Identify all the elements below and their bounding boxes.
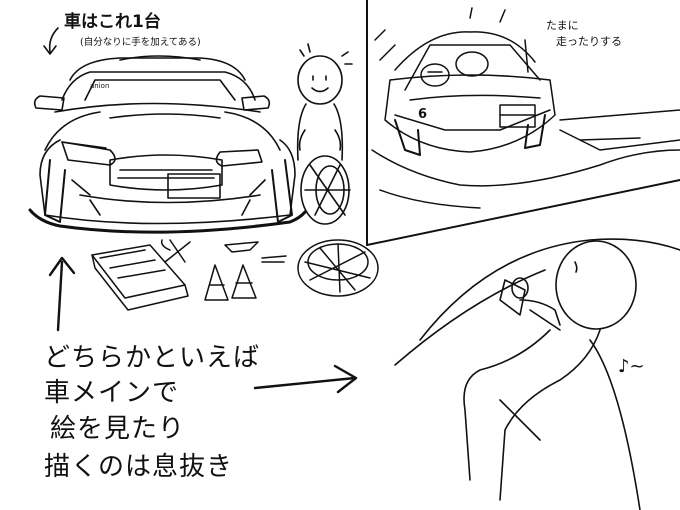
standing-person-drawing — [296, 43, 353, 225]
driver-drawing — [253, 238, 680, 510]
car-title-text: 車はこれ1台 — [64, 12, 161, 32]
main-text-line4: 描くのは息抜き — [44, 452, 234, 482]
racing-caption-line1: たまに — [546, 19, 579, 32]
windshield-sticker-text: anion — [90, 82, 110, 90]
racing-caption-line2: 走ったりする — [556, 35, 622, 48]
main-text-line1: どちらかといえば — [44, 343, 261, 373]
main-text-line3: 絵を見たり — [50, 414, 186, 444]
main-text-line2: 車メインで — [44, 378, 180, 408]
panel-frame-right-top — [366, 0, 680, 246]
car-subtitle-text: (自分なりに手を加えてある) — [80, 37, 201, 48]
car-front-drawing — [28, 27, 307, 234]
car-number-text: 6 — [418, 107, 428, 122]
music-note-text: ♪~ — [618, 356, 645, 377]
racing-car-drawing — [371, 7, 680, 209]
parts-drawing — [48, 239, 379, 332]
